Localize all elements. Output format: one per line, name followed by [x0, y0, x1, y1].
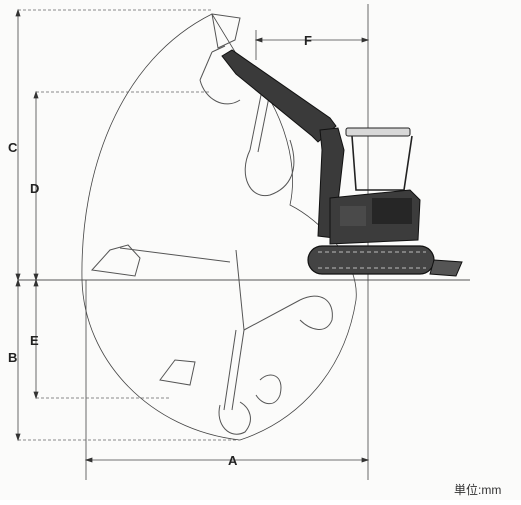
dim-label-d: D	[30, 181, 39, 196]
excavator-boom	[221, 49, 345, 239]
dim-label-c: C	[8, 140, 18, 155]
dim-label-e: E	[30, 333, 39, 348]
ghost-arm-middle	[235, 249, 333, 331]
dim-arrows	[15, 8, 370, 463]
unit-label: 単位:mm	[454, 482, 501, 497]
ghost-arm-left	[90, 244, 231, 277]
excavator-track	[307, 245, 463, 277]
dim-label-f: F	[304, 33, 312, 48]
dim-label-a: A	[228, 453, 238, 468]
ghost-arm-top	[199, 13, 241, 105]
dim-label-b: B	[8, 350, 17, 365]
ghost-arm-lower	[159, 329, 282, 435]
working-range-envelope	[81, 13, 357, 441]
ghost-arm-upper-mid	[244, 89, 295, 197]
excavator-body	[329, 127, 421, 245]
